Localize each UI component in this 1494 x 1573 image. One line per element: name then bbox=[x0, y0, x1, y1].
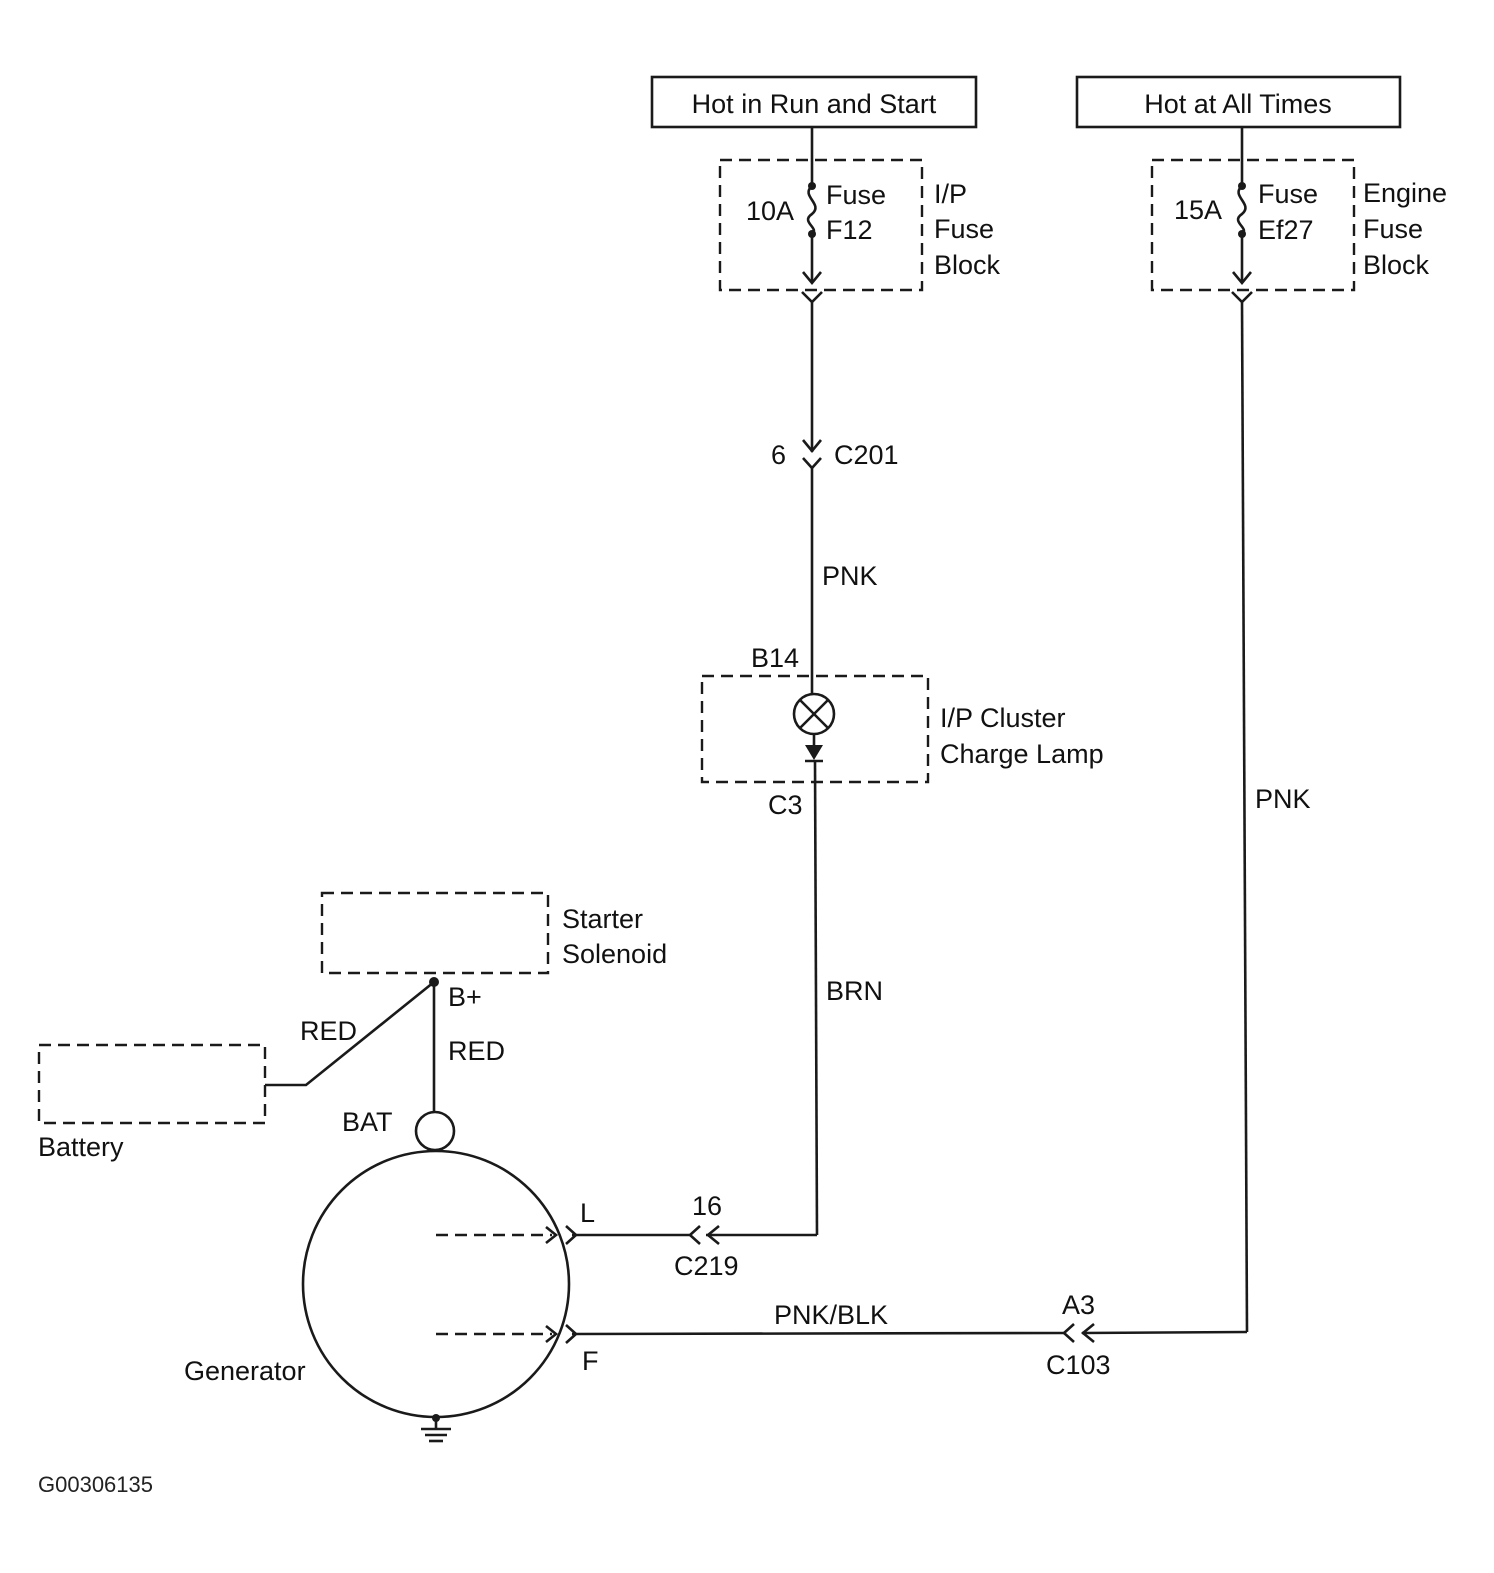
wire-label-pnk-right: PNK bbox=[1255, 784, 1311, 814]
fuse-ef27-icon bbox=[1236, 185, 1247, 236]
engine-fuse-block-outline bbox=[1150, 158, 1356, 292]
wire-brn-lamp-to-c219 bbox=[813, 760, 819, 1236]
ip-fuse-block: 10A Fuse F12 I/P Fuse Block bbox=[718, 127, 1001, 304]
connector-c201-name: C201 bbox=[834, 440, 899, 470]
generator-internal-l-arrow-icon bbox=[545, 1225, 559, 1245]
source-hot-at-all-times: Hot at All Times bbox=[1075, 75, 1402, 129]
generator-f-label: F bbox=[582, 1346, 599, 1376]
battery-outline bbox=[37, 1043, 267, 1125]
engine-fuse-block-label-line2: Fuse bbox=[1363, 214, 1423, 244]
generator-label: Generator bbox=[184, 1356, 306, 1386]
charge-lamp-pin-b14: B14 bbox=[751, 643, 799, 673]
fuse-f12-icon bbox=[806, 185, 817, 236]
figure-id: G00306135 bbox=[38, 1472, 153, 1497]
ground-icon bbox=[421, 1427, 451, 1443]
starter-solenoid-label-line2: Solenoid bbox=[562, 939, 667, 969]
fuse-ef27-rating: 15A bbox=[1174, 195, 1222, 225]
field-circuit: PNK A3 C103 PNK/BLK bbox=[565, 301, 1311, 1380]
diode-icon bbox=[805, 745, 823, 760]
fuse-ef27-name-line1: Fuse bbox=[1258, 179, 1318, 209]
battery: Battery RED bbox=[37, 980, 435, 1162]
generator-bat-label: BAT bbox=[342, 1107, 393, 1137]
connector-c201-arrow-icon bbox=[801, 439, 823, 454]
lamp-bulb-cross-b bbox=[799, 699, 829, 729]
connector-c219-icon bbox=[688, 1225, 701, 1245]
ip-fuse-block-connector-icon bbox=[801, 291, 823, 304]
ip-fuse-block-label-line1: I/P bbox=[934, 179, 967, 209]
wire-label-brn: BRN bbox=[826, 976, 883, 1006]
source-label-all-times: Hot at All Times bbox=[1144, 89, 1332, 119]
source-box-run-start bbox=[650, 75, 978, 129]
starter-solenoid: Starter Solenoid B+ bbox=[320, 891, 667, 1012]
wire-pnk-ef27-to-c103 bbox=[1240, 301, 1249, 1333]
wire-label-red-bat: RED bbox=[448, 1036, 505, 1066]
generator: BAT L F Generator bbox=[184, 1107, 599, 1443]
connector-c103-arrow-icon bbox=[1080, 1322, 1095, 1344]
starter-b-plus-label: B+ bbox=[448, 982, 482, 1012]
connector-c103-name: C103 bbox=[1046, 1350, 1111, 1380]
ip-fuse-block-outline bbox=[718, 158, 924, 292]
ip-fuse-block-label-line3: Block bbox=[934, 250, 1001, 280]
fuse-f12-rating: 10A bbox=[746, 196, 794, 226]
generator-body bbox=[301, 1149, 571, 1419]
ip-fuse-block-label-line2: Fuse bbox=[934, 214, 994, 244]
charge-lamp-label-line2: Charge Lamp bbox=[940, 739, 1104, 769]
connector-c219-pin: 16 bbox=[692, 1191, 722, 1221]
fuse-f12-name-line1: Fuse bbox=[826, 180, 886, 210]
wire-red-battery-to-starter bbox=[265, 980, 435, 1087]
wire-pnk-horizontal bbox=[1081, 1330, 1248, 1335]
charge-lamp-pin-c3: C3 bbox=[768, 790, 803, 820]
charge-lamp-circuit: 6 C201 PNK B14 I/P Cluster Charge Lamp C… bbox=[565, 302, 1104, 1281]
generator-f-terminal-icon bbox=[565, 1324, 578, 1344]
engine-fuse-block-connector-icon bbox=[1231, 291, 1253, 304]
source-label-run-start: Hot in Run and Start bbox=[692, 89, 937, 119]
starter-solenoid-outline bbox=[320, 891, 550, 975]
starter-solenoid-label-line1: Starter bbox=[562, 904, 643, 934]
connector-c103-pin: A3 bbox=[1062, 1290, 1095, 1320]
wire-pnk-blk-c103-to-generator-f bbox=[571, 1331, 1065, 1336]
fuse-f12-name-line2: F12 bbox=[826, 215, 873, 245]
engine-fuse-block: 15A Fuse Ef27 Engine Fuse Block bbox=[1150, 127, 1447, 304]
wire-label-red-battery: RED bbox=[300, 1016, 357, 1046]
connector-c201-icon bbox=[802, 457, 822, 470]
generator-bat-terminal bbox=[414, 1110, 456, 1152]
generator-l-label: L bbox=[580, 1198, 595, 1228]
wire-label-pnk-upper: PNK bbox=[822, 561, 878, 591]
generator-l-terminal-icon bbox=[565, 1225, 578, 1245]
connector-c201-pin: 6 bbox=[771, 440, 786, 470]
fuse-f12-output-arrow-icon bbox=[801, 271, 823, 286]
connector-c219-arrow-icon bbox=[705, 1224, 720, 1246]
battery-label: Battery bbox=[38, 1132, 124, 1162]
fuse-ef27-output-arrow-icon bbox=[1231, 271, 1253, 286]
fuse-ef27-name-line2: Ef27 bbox=[1258, 215, 1314, 245]
charge-lamp-label-line1: I/P Cluster bbox=[940, 703, 1066, 733]
wire-label-pnk-blk: PNK/BLK bbox=[774, 1300, 888, 1330]
source-box-all-times bbox=[1075, 75, 1402, 129]
connector-c219-name: C219 bbox=[674, 1251, 739, 1281]
generator-internal-f-arrow-icon bbox=[545, 1324, 559, 1344]
connector-c103-icon bbox=[1062, 1323, 1075, 1343]
engine-fuse-block-label-line1: Engine bbox=[1363, 178, 1447, 208]
source-hot-in-run-and-start: Hot in Run and Start bbox=[650, 75, 978, 129]
engine-fuse-block-label-line3: Block bbox=[1363, 250, 1430, 280]
